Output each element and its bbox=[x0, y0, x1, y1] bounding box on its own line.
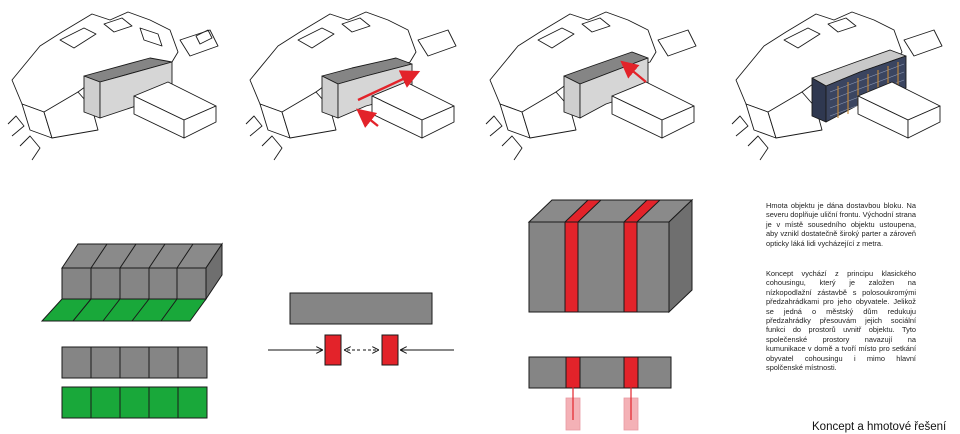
compact-block bbox=[289, 292, 433, 325]
building-facade bbox=[811, 77, 827, 123]
compression-diagram bbox=[268, 292, 454, 366]
red-unit-right bbox=[381, 334, 399, 366]
shared-core-left bbox=[564, 221, 579, 313]
push-arrow-short bbox=[356, 108, 379, 128]
concept-paragraph-cohousing: Koncept vychází z principu klasického co… bbox=[766, 269, 916, 373]
units-top-face bbox=[61, 243, 223, 269]
plan-block bbox=[528, 356, 672, 389]
block-front-face bbox=[528, 221, 670, 313]
indent-arrow bbox=[620, 60, 647, 83]
red-unit-left bbox=[324, 334, 342, 366]
shared-core-right bbox=[623, 221, 638, 313]
push-arrow-long bbox=[357, 70, 421, 102]
plan-units bbox=[61, 346, 208, 379]
block-side-face bbox=[668, 198, 693, 314]
gardens-strip bbox=[40, 298, 207, 322]
unit-front bbox=[61, 267, 207, 300]
concept-paragraph-massing: Hmota objektu je dána dostavbou bloku. N… bbox=[766, 201, 916, 248]
shared-spaces-diagram bbox=[527, 198, 694, 431]
plan-gardens bbox=[61, 386, 208, 419]
page-footer-title: Koncept a hmotové řešení bbox=[812, 421, 947, 433]
massing-step-1 bbox=[7, 11, 219, 161]
block-top-face bbox=[527, 199, 694, 223]
cohousing-gardens-diagram bbox=[40, 242, 223, 419]
massing-step-3 bbox=[485, 11, 697, 161]
massing-step-2 bbox=[245, 11, 457, 161]
massing-step-4 bbox=[731, 11, 943, 161]
